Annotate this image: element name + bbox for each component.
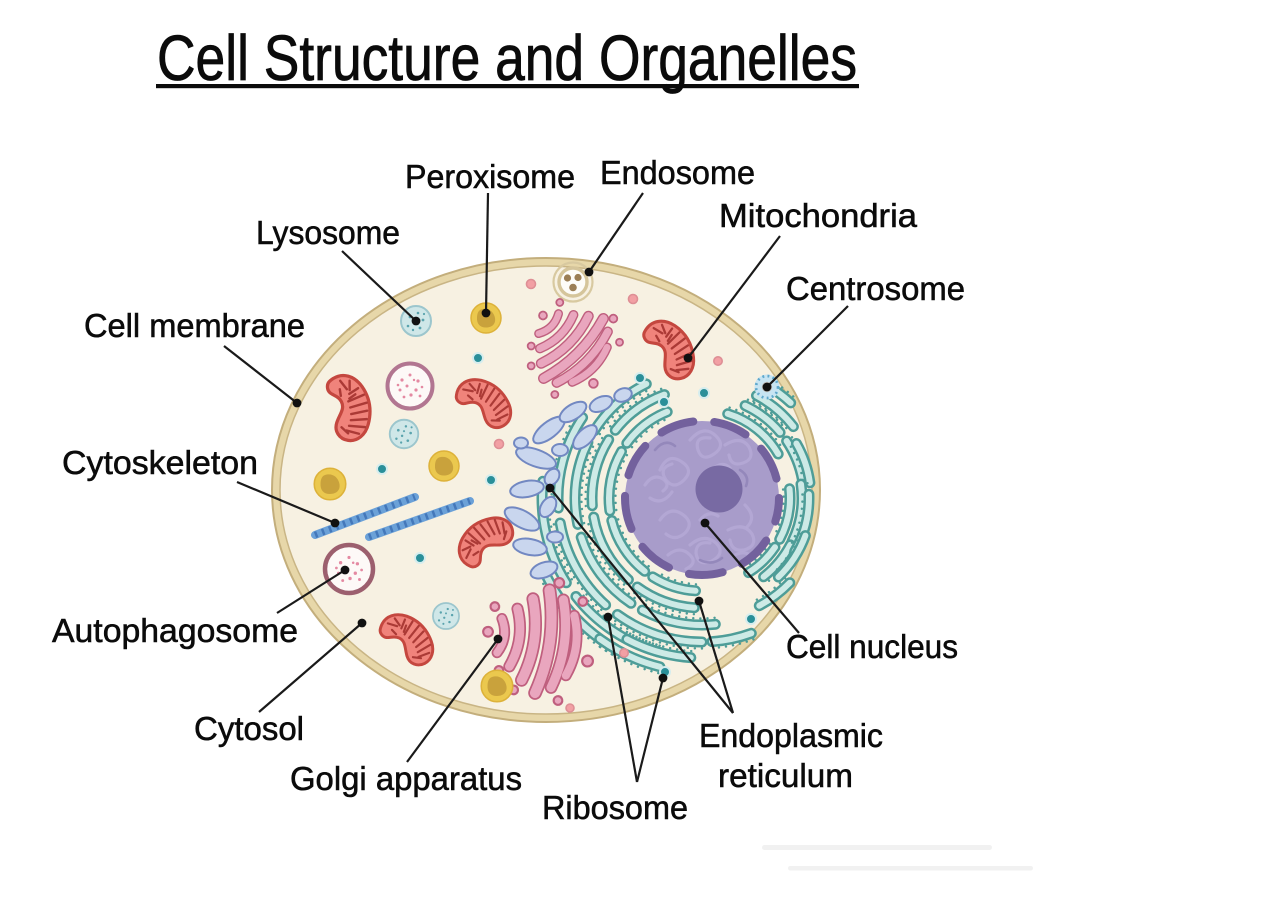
svg-text:Cell nucleus: Cell nucleus xyxy=(786,628,958,665)
svg-text:Cell membrane: Cell membrane xyxy=(84,307,305,344)
svg-text:Cytosol: Cytosol xyxy=(194,710,304,747)
svg-text:reticulum: reticulum xyxy=(718,757,853,794)
svg-text:Endosome: Endosome xyxy=(600,154,755,191)
svg-text:Cytoskeleton: Cytoskeleton xyxy=(62,444,258,481)
svg-text:Endoplasmic: Endoplasmic xyxy=(699,717,883,754)
svg-text:Lysosome: Lysosome xyxy=(256,214,400,251)
svg-text:Golgi apparatus: Golgi apparatus xyxy=(290,760,522,797)
svg-text:Cell Structure and Organelles: Cell Structure and Organelles xyxy=(157,22,857,94)
svg-text:Peroxisome: Peroxisome xyxy=(405,158,575,195)
svg-text:Centrosome: Centrosome xyxy=(786,270,965,307)
svg-text:Mitochondria: Mitochondria xyxy=(719,197,918,234)
svg-text:Ribosome: Ribosome xyxy=(542,789,688,826)
svg-text:Autophagosome: Autophagosome xyxy=(52,612,298,649)
